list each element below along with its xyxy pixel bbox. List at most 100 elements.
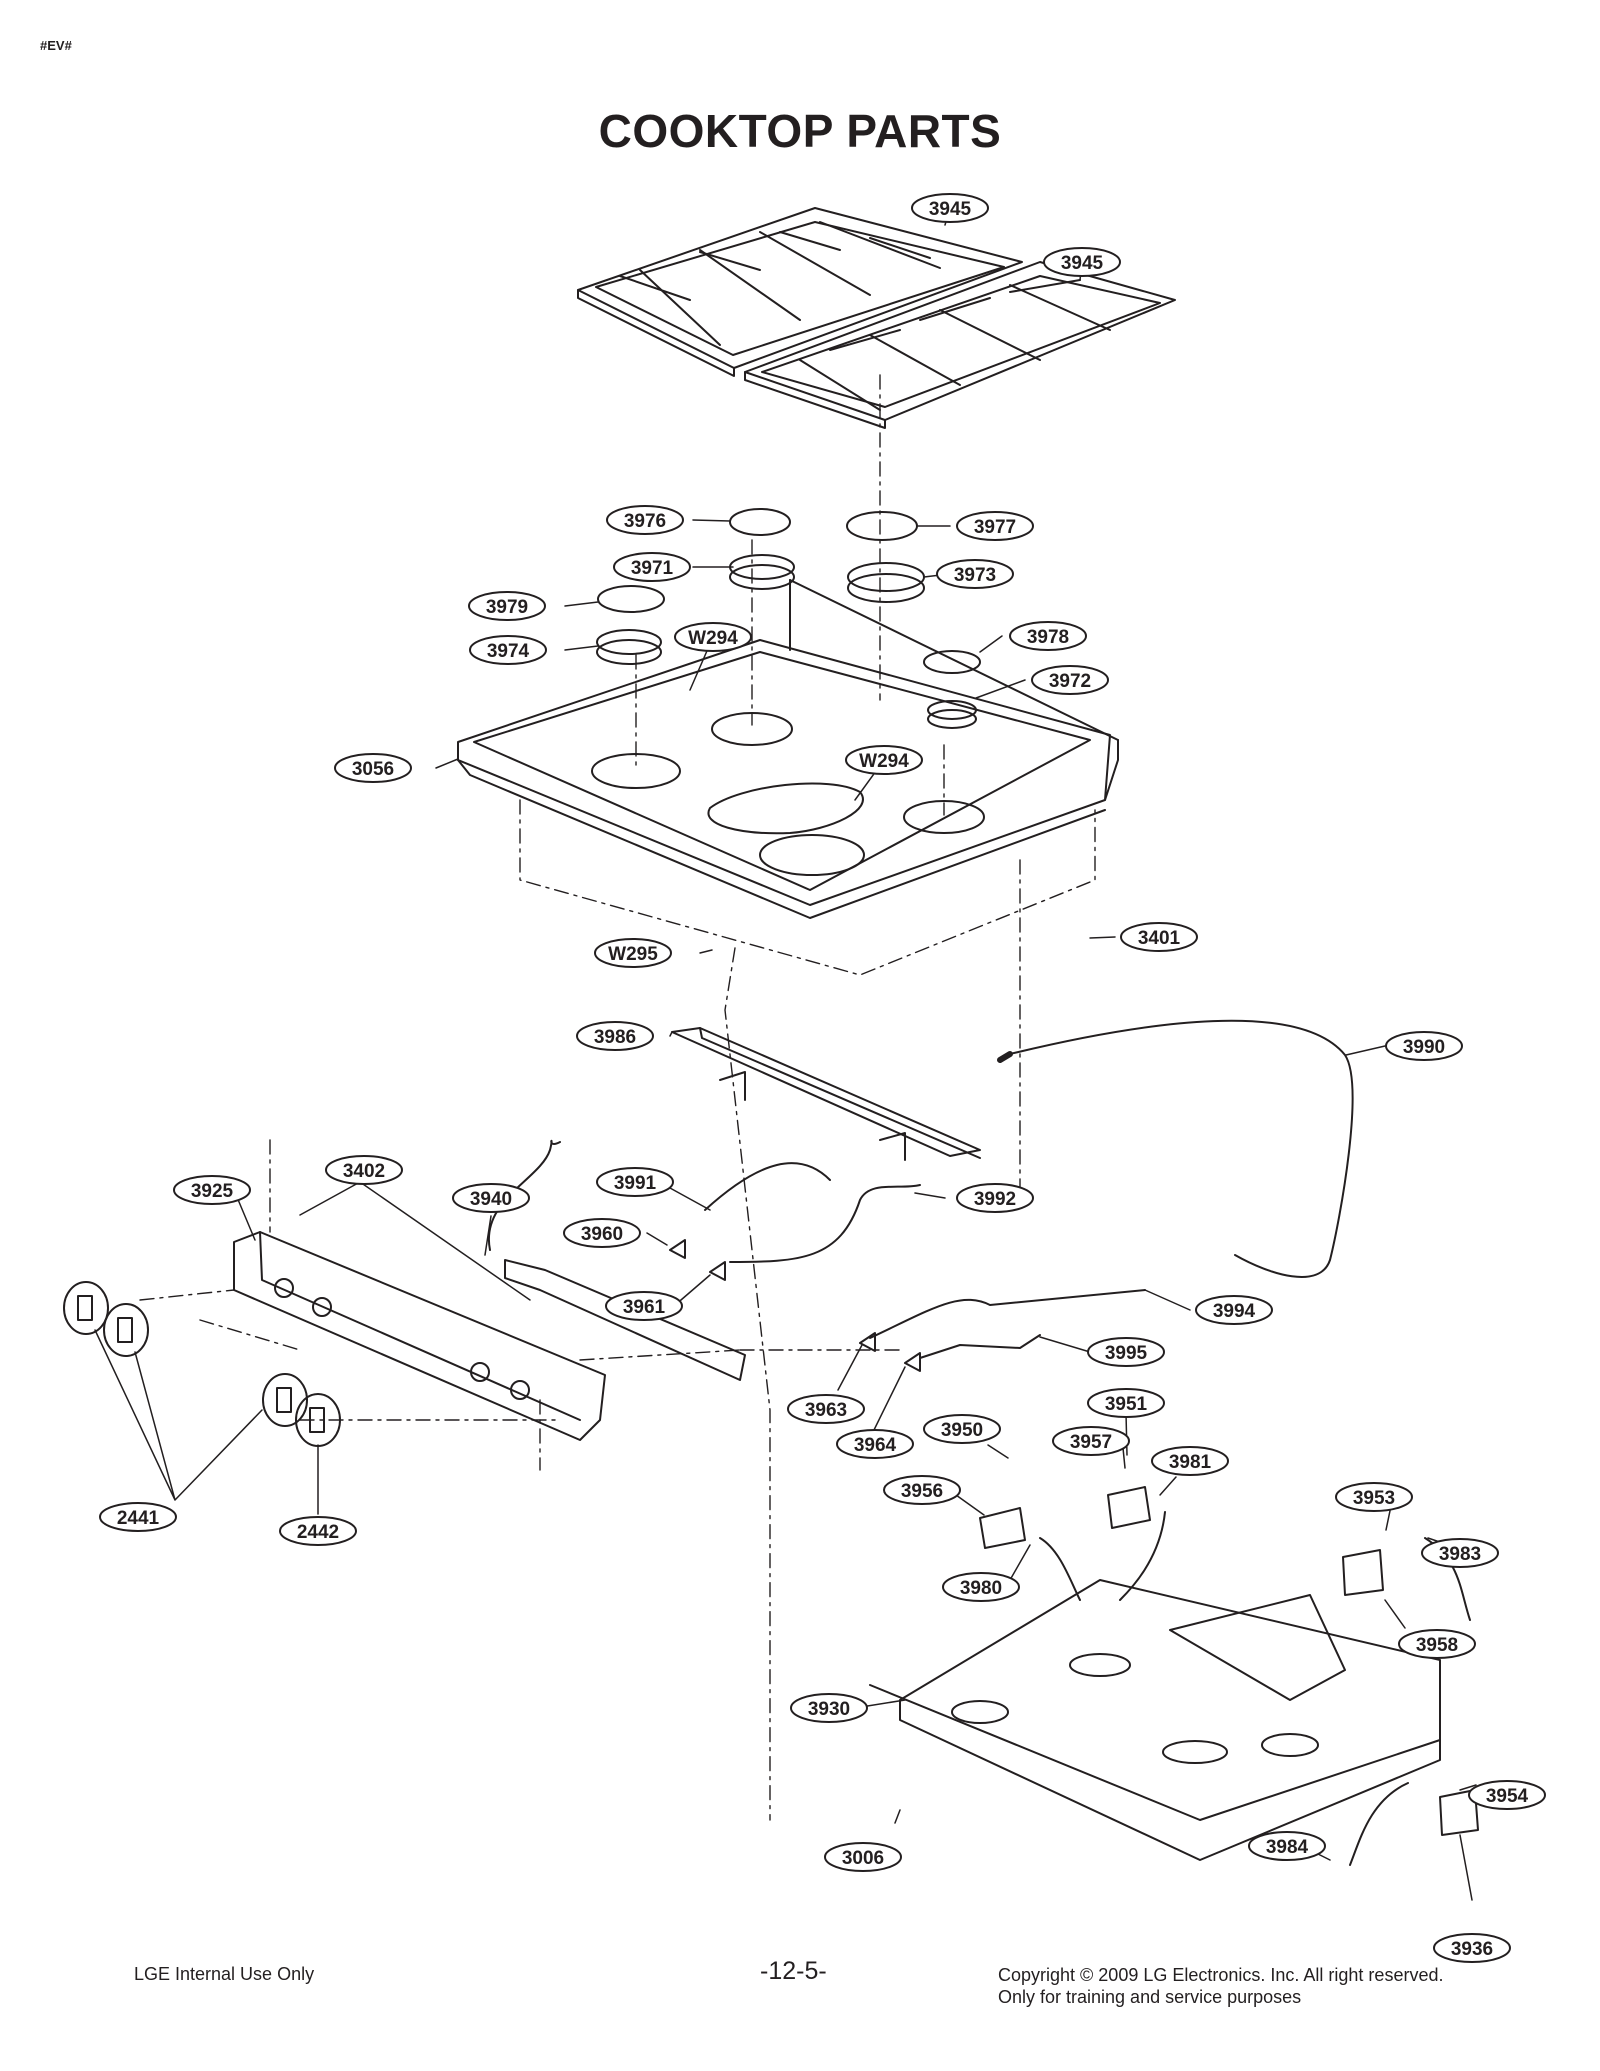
corner-tag: #EV# xyxy=(40,38,72,53)
callout-holder-3936: 3936 xyxy=(1451,1939,1493,1960)
callout-electrode-3980-oval xyxy=(942,1572,1020,1602)
callout-cap-3978-oval xyxy=(1009,621,1087,651)
callout-knob-2441: 2441 xyxy=(117,1508,160,1529)
callout-burner-3973: 3973 xyxy=(954,565,996,586)
valve-assembly xyxy=(487,1139,1146,1381)
callout-cap-3979: 3979 xyxy=(486,597,528,618)
callout-bracket-3986-oval xyxy=(576,1021,654,1051)
callout-grate-b-oval xyxy=(1043,247,1121,277)
callout-knob-2442: 2442 xyxy=(297,1522,339,1543)
callout-tube-3992-oval xyxy=(956,1183,1034,1213)
callout-electrode-3984-oval xyxy=(1248,1831,1326,1861)
copyright-line-1: Copyright © 2009 LG Electronics. Inc. Al… xyxy=(998,1965,1444,1985)
cap-3977-shape xyxy=(846,511,918,541)
callout-screw-w294-b-oval xyxy=(845,745,923,775)
callout-valve-3963: 3963 xyxy=(805,1400,847,1421)
cap-3976-shape xyxy=(729,508,791,536)
callout-orifice-3951-oval xyxy=(1087,1388,1165,1418)
callout-holder-3956-oval xyxy=(883,1475,961,1505)
callout-valve-3964: 3964 xyxy=(854,1435,897,1456)
callout-knob-2441-oval xyxy=(99,1502,177,1532)
callout-screw-w295-oval xyxy=(594,938,672,968)
callout-holder-3958: 3958 xyxy=(1416,1635,1458,1656)
page-number: -12-5- xyxy=(760,1957,827,1985)
callout-grate-a-oval xyxy=(911,193,989,223)
callout-valve-3961-oval xyxy=(605,1291,683,1321)
callout-tube-3992: 3992 xyxy=(974,1189,1016,1210)
callout-tube-3991-oval xyxy=(596,1167,674,1197)
callout-tube-3990: 3990 xyxy=(1403,1037,1445,1058)
callout-clip-3006: 3006 xyxy=(842,1848,884,1869)
callout-bracket-3986: 3986 xyxy=(594,1027,636,1048)
callout-base-3930: 3930 xyxy=(808,1699,850,1720)
grate-left xyxy=(577,207,1023,377)
callout-holder-3957-oval xyxy=(1052,1426,1130,1456)
callout-burner-3971-oval xyxy=(613,552,691,582)
orifice-holders xyxy=(979,1486,1479,1866)
callout-burner-3973-oval xyxy=(936,559,1014,589)
callout-screw-w295: W295 xyxy=(608,944,658,965)
callout-panel-3925: 3925 xyxy=(191,1181,234,1202)
callout-electrode-3983: 3983 xyxy=(1439,1544,1481,1565)
callout-orifice-3954-oval xyxy=(1468,1780,1546,1810)
callout-cooktop-3056: 3056 xyxy=(352,759,394,780)
callout-screw-w294-a-oval xyxy=(674,622,752,652)
knobs xyxy=(63,1281,341,1447)
callout-orifice-3954: 3954 xyxy=(1486,1786,1529,1807)
callout-burner-3974-oval xyxy=(469,635,547,665)
callout-burner-3972-oval xyxy=(1031,665,1109,695)
callout-holder-3956: 3956 xyxy=(901,1481,943,1502)
cap-3979-shape xyxy=(597,585,665,613)
callout-clip-3402: 3402 xyxy=(343,1161,385,1182)
cooktop-surface xyxy=(457,579,1119,919)
leader-lines xyxy=(94,207,1477,1901)
callout-orifice-3953: 3953 xyxy=(1353,1488,1395,1509)
callout-screw-w294-b: W294 xyxy=(859,751,909,772)
bracket-rail xyxy=(671,1027,981,1161)
callout-foot-3401: 3401 xyxy=(1138,928,1181,949)
footer-internal-note: LGE Internal Use Only xyxy=(134,1964,315,1984)
callout-electrode-3981: 3981 xyxy=(1169,1452,1212,1473)
callout-electrode-3980: 3980 xyxy=(960,1578,1002,1599)
callout-knob-2442-oval xyxy=(279,1516,357,1546)
callout-burner-3971: 3971 xyxy=(631,558,674,579)
page-title: COOKTOP PARTS xyxy=(598,105,1002,157)
callout-valve-3963-oval xyxy=(787,1394,865,1424)
callout-tube-3994: 3994 xyxy=(1213,1301,1256,1322)
callout-holder-3957: 3957 xyxy=(1070,1432,1112,1453)
callout-valve-3960-oval xyxy=(563,1218,641,1248)
copyright-line-2: Only for training and service purposes xyxy=(998,1987,1302,2007)
callout-electrode-3983-oval xyxy=(1421,1538,1499,1568)
callout-cooktop-3056-oval xyxy=(334,753,412,783)
callout-valve-3961: 3961 xyxy=(623,1297,666,1318)
callout-cap-3977-oval xyxy=(956,511,1034,541)
cooktop-outline-dashed xyxy=(519,374,1096,1821)
callout-cap-3976: 3976 xyxy=(624,511,666,532)
callout-orifice-3953-oval xyxy=(1335,1482,1413,1512)
burner-base xyxy=(869,1579,1441,1861)
callout-grate-a: 3945 xyxy=(929,199,972,220)
callout-valve-3964-oval xyxy=(836,1429,914,1459)
callout-orifice-3951: 3951 xyxy=(1105,1394,1148,1415)
callout-valve-3960: 3960 xyxy=(581,1224,623,1245)
control-panel xyxy=(233,1231,606,1441)
grate-right xyxy=(744,261,1176,429)
callout-burner-3972: 3972 xyxy=(1049,671,1091,692)
callout-screw-w294-a: W294 xyxy=(688,628,738,649)
callout-cap-3976-oval xyxy=(606,505,684,535)
callout-harness-3940: 3940 xyxy=(470,1189,512,1210)
callout-orifice-3950-oval xyxy=(923,1414,1001,1444)
callout-tube-3994-oval xyxy=(1195,1295,1273,1325)
callout-holder-3958-oval xyxy=(1398,1629,1476,1659)
callout-cap-3979-oval xyxy=(468,591,546,621)
callout-tube-3991: 3991 xyxy=(614,1173,657,1194)
callout-clip-3402-oval xyxy=(325,1155,403,1185)
callout-panel-3925-oval xyxy=(173,1175,251,1205)
copyright-block: Copyright © 2009 LG Electronics. Inc. Al… xyxy=(998,1964,1443,2008)
callout-holder-3936-oval xyxy=(1433,1933,1511,1963)
callout-tube-3995: 3995 xyxy=(1105,1343,1148,1364)
callout-electrode-3984: 3984 xyxy=(1266,1837,1309,1858)
callout-foot-3401-oval xyxy=(1120,922,1198,952)
callout-cap-3977: 3977 xyxy=(974,517,1016,538)
